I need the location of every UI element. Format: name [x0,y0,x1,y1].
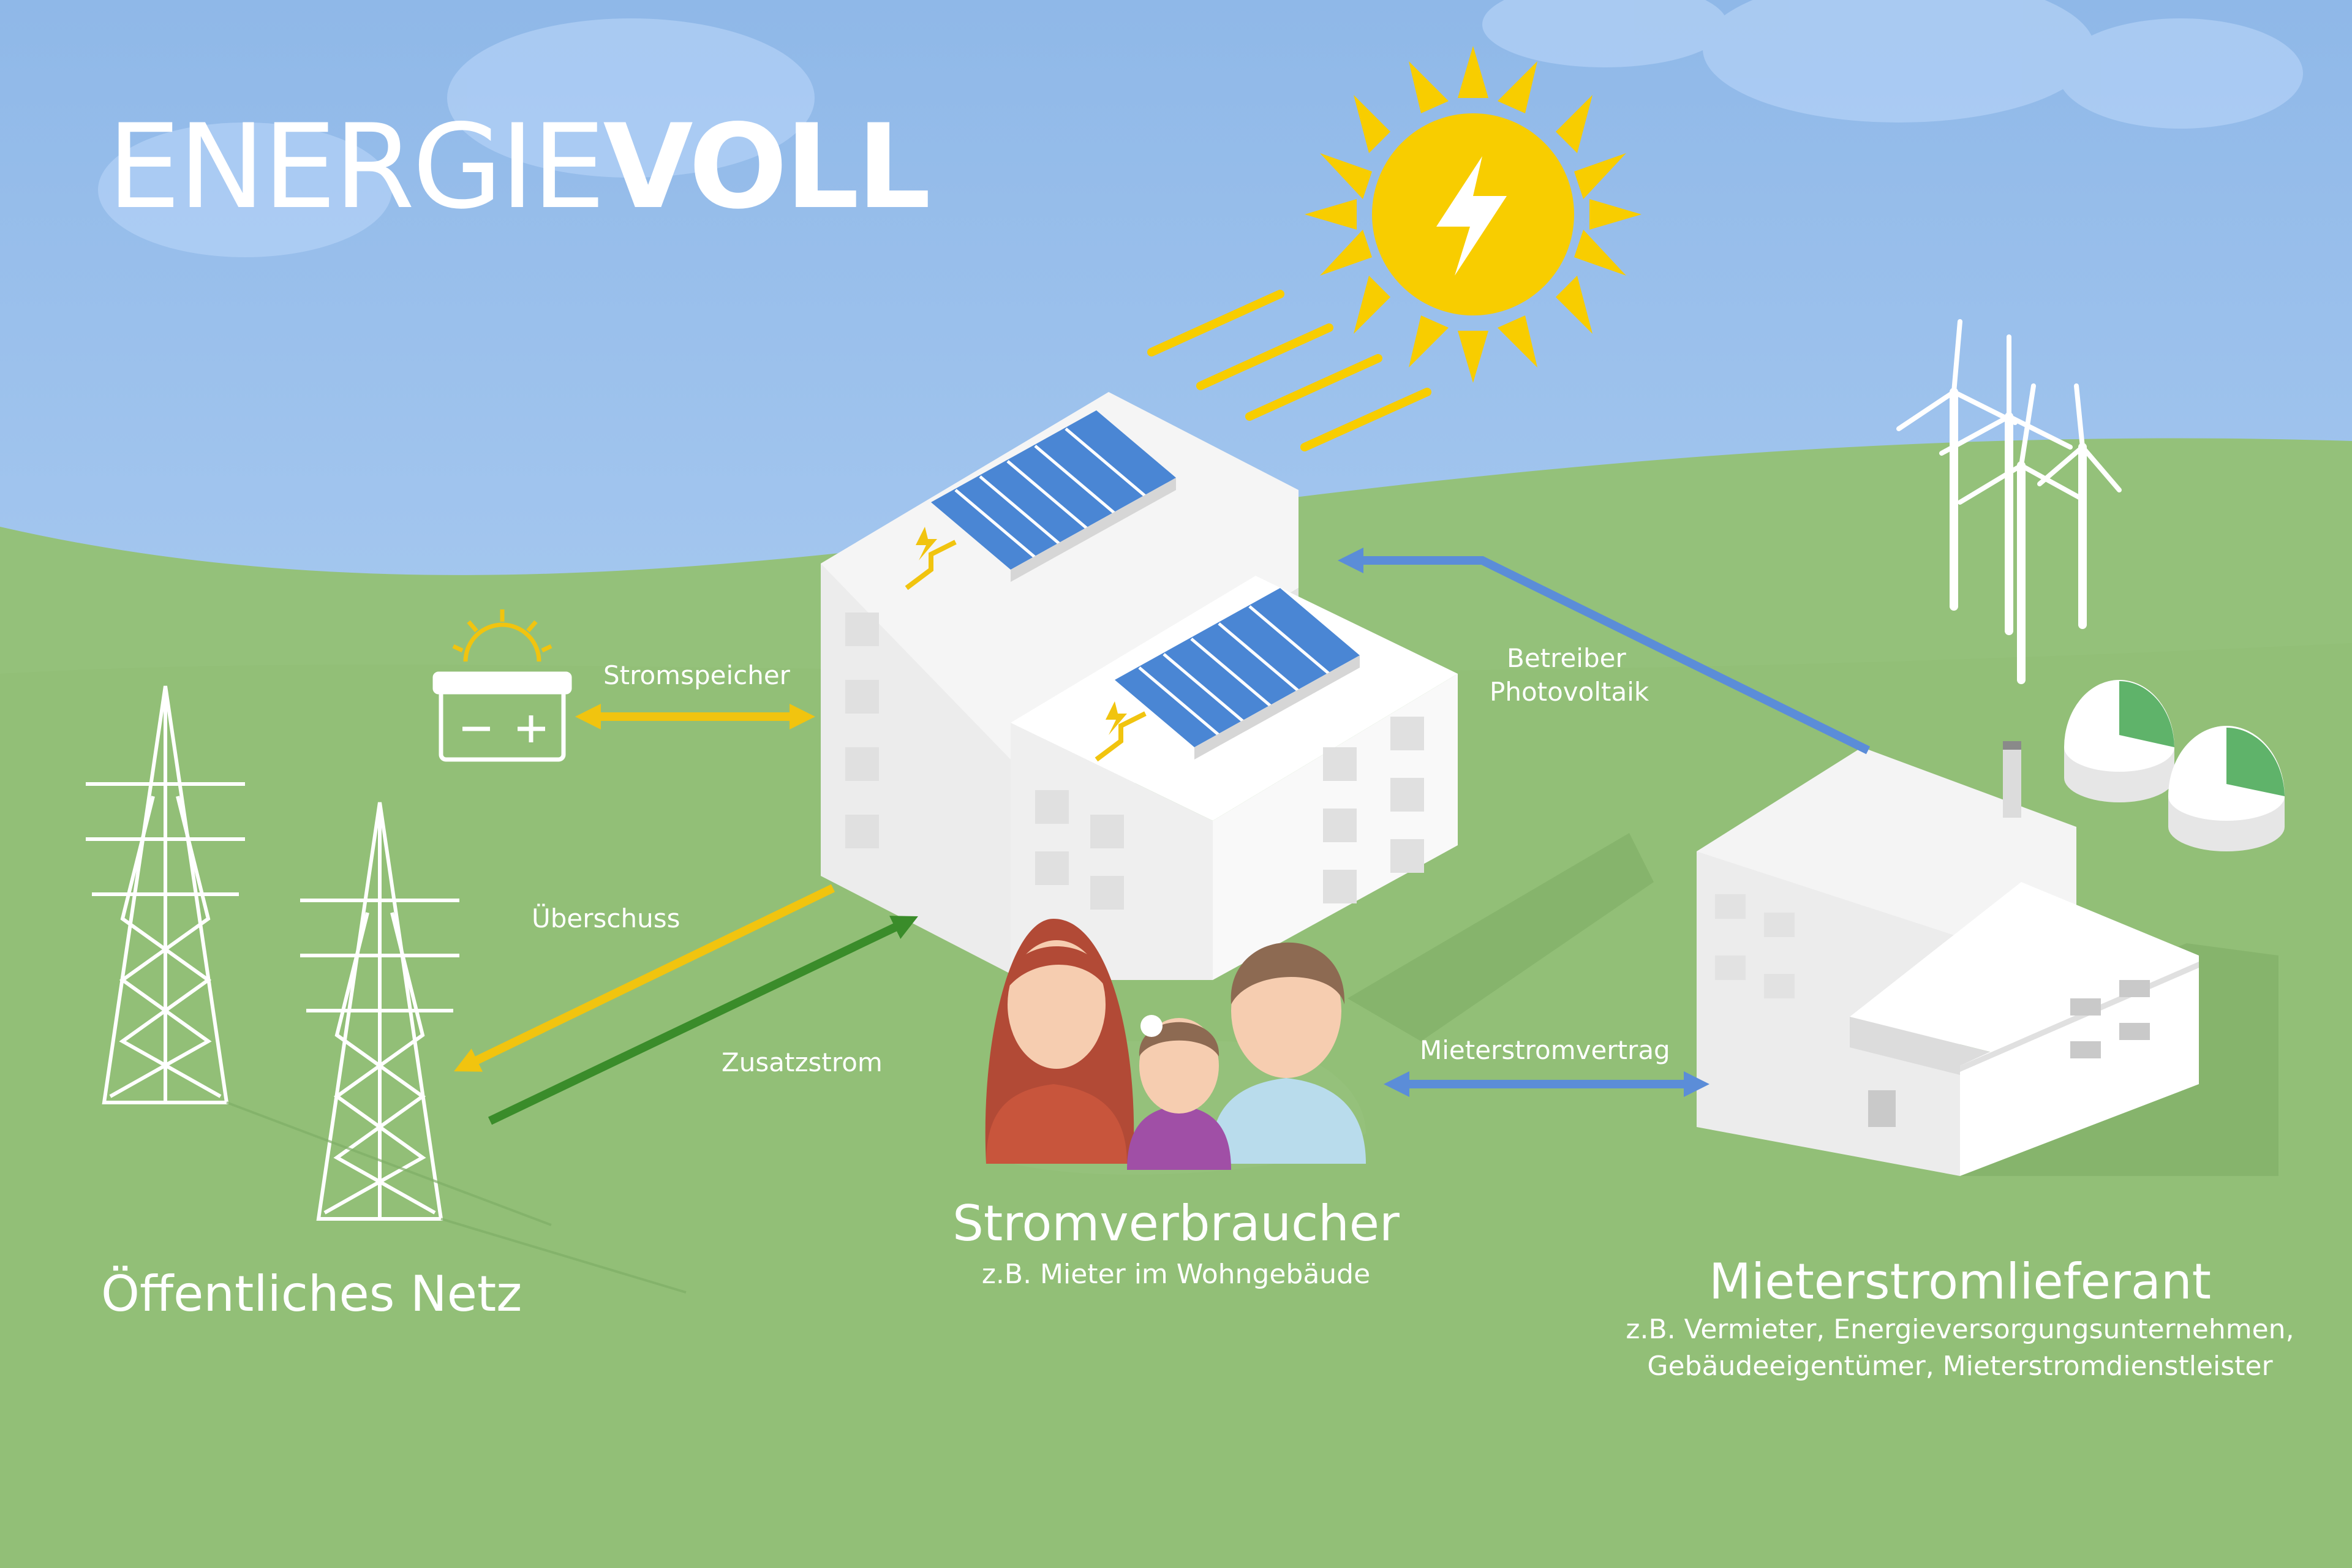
factory-icon [1697,741,2278,1176]
section-verbraucher-title: Stromverbraucher [952,1195,1400,1252]
residential-building-icon [821,392,1654,1041]
power-pylon-icon [86,685,459,1221]
section-lieferant-subtitle-line1: z.B. Vermieter, Energieversorgungsuntern… [1626,1314,2294,1345]
section-lieferant-title: Mieterstromlieferant [1708,1253,2212,1310]
zusatzstrom-arrow [488,916,918,1125]
betreiber-arrow [1338,548,1871,755]
logo-part1: ENERGIE [107,99,606,235]
biogas-dome-icon [2064,680,2285,851]
section-verbraucher-subtitle: z.B. Mieter im Wohngebäude [981,1259,1371,1290]
label-stromspeicher: Stromspeicher [603,660,790,690]
ueberschuss-arrow [454,884,835,1072]
section-netz-title: Öffentliches Netz [101,1265,522,1322]
section-lieferant-subtitle-line2: Gebäudeeigentümer, Mieterstromdienstleis… [1647,1351,2273,1382]
label-zusatzstrom: Zusatzstrom [722,1047,883,1077]
label-mieterstromvertrag: Mieterstromvertrag [1420,1035,1670,1065]
label-betreiber-line1: Betreiber [1507,643,1626,673]
logo: ENERGIEVOLL [107,109,931,225]
logo-part2: VOLL [603,99,931,235]
sun-icon [1147,46,1642,451]
solar-panel-icon [905,410,1360,762]
battery-icon [432,609,572,762]
family-icon [985,919,1366,1175]
label-betreiber-line2: Photovoltaik [1490,677,1649,707]
label-ueberschuss: Überschuss [532,903,680,933]
wind-turbine-icon [1896,319,2122,684]
